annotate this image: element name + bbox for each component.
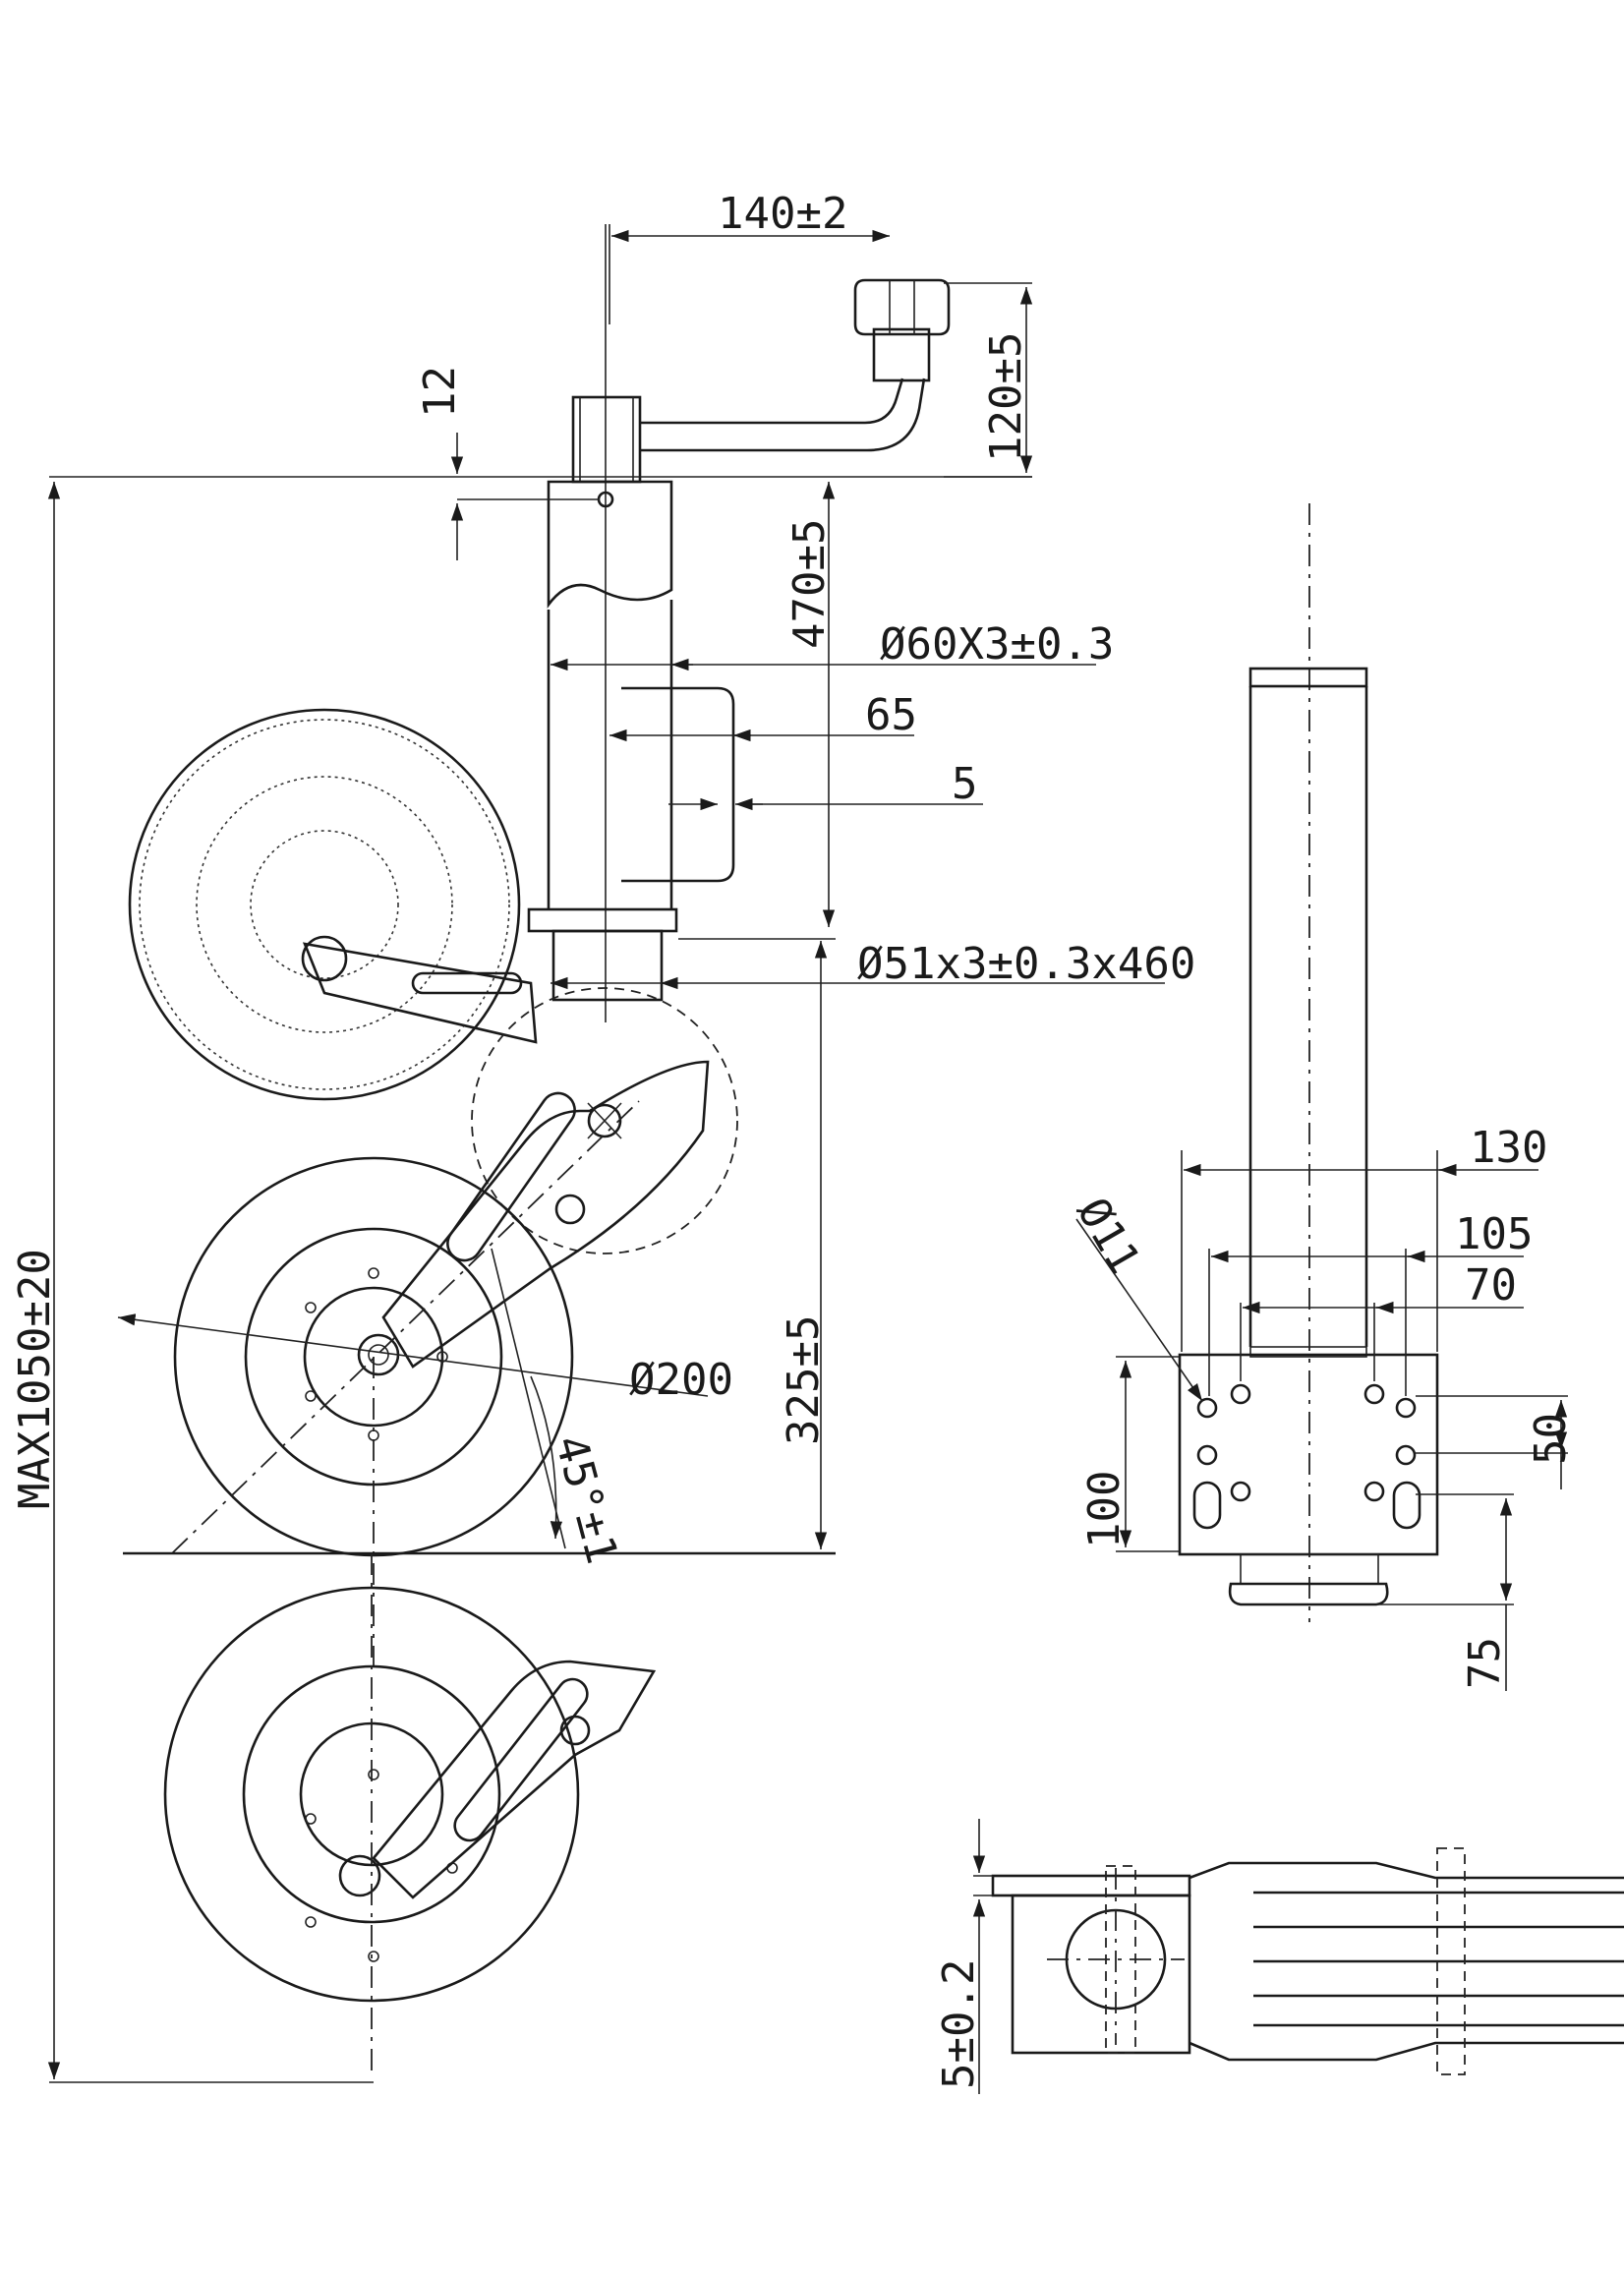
jockey-wheel-lower-view bbox=[163, 1553, 657, 2074]
dim-clamp-inner: 70 bbox=[1465, 1260, 1517, 1311]
jockey-wheel-side-view bbox=[123, 224, 951, 1671]
plate-section-view bbox=[991, 1847, 1624, 2075]
dim-plate-thickness: 5±0.2 bbox=[934, 1959, 984, 2089]
dim-clamp-bottom-offset: 75 bbox=[1460, 1637, 1510, 1689]
crank-handle bbox=[571, 278, 951, 484]
swivel-range bbox=[471, 987, 738, 1254]
stowed-wheel bbox=[128, 708, 538, 1101]
dim-hole-diameter: Ø11 bbox=[1067, 1190, 1149, 1282]
dim-swivel-angle: 45°±1 bbox=[545, 1430, 627, 1569]
dim-lower-height: 325±5 bbox=[779, 1315, 829, 1445]
dim-top-offset: 12 bbox=[415, 366, 465, 418]
dimension-labels: 140±2 120±5 12 470±5 Ø60X3±0.3 65 5 Ø51x… bbox=[10, 189, 1576, 2089]
grip-handle bbox=[621, 686, 735, 883]
collar-flange bbox=[527, 907, 678, 933]
dim-clamp-vertical-spacing: 50 bbox=[1526, 1413, 1576, 1465]
dim-crank-height: 120±5 bbox=[981, 332, 1031, 462]
dim-inner-tube: Ø51x3±0.3x460 bbox=[857, 939, 1195, 989]
dim-crank-offset: 140±2 bbox=[718, 189, 847, 239]
dim-handle-width: 65 bbox=[865, 690, 917, 740]
dim-outer-tube-diameter: Ø60X3±0.3 bbox=[880, 619, 1114, 670]
main-wheel bbox=[173, 1060, 710, 1557]
dim-max-height: MAX1050±20 bbox=[10, 1249, 60, 1509]
dim-clamp-height: 100 bbox=[1079, 1471, 1130, 1548]
dim-outer-tube-length: 470±5 bbox=[784, 519, 835, 649]
dimension-lines bbox=[47, 224, 1568, 2094]
clamp-front-view bbox=[1178, 503, 1439, 1622]
dim-clamp-width: 130 bbox=[1470, 1123, 1547, 1173]
dim-wheel-diameter: Ø200 bbox=[629, 1355, 733, 1405]
outer-tube bbox=[547, 480, 673, 909]
dim-clamp-bolt-spacing: 105 bbox=[1455, 1209, 1533, 1259]
inner-tube bbox=[551, 929, 664, 1002]
dim-handle-offset: 5 bbox=[952, 759, 978, 809]
